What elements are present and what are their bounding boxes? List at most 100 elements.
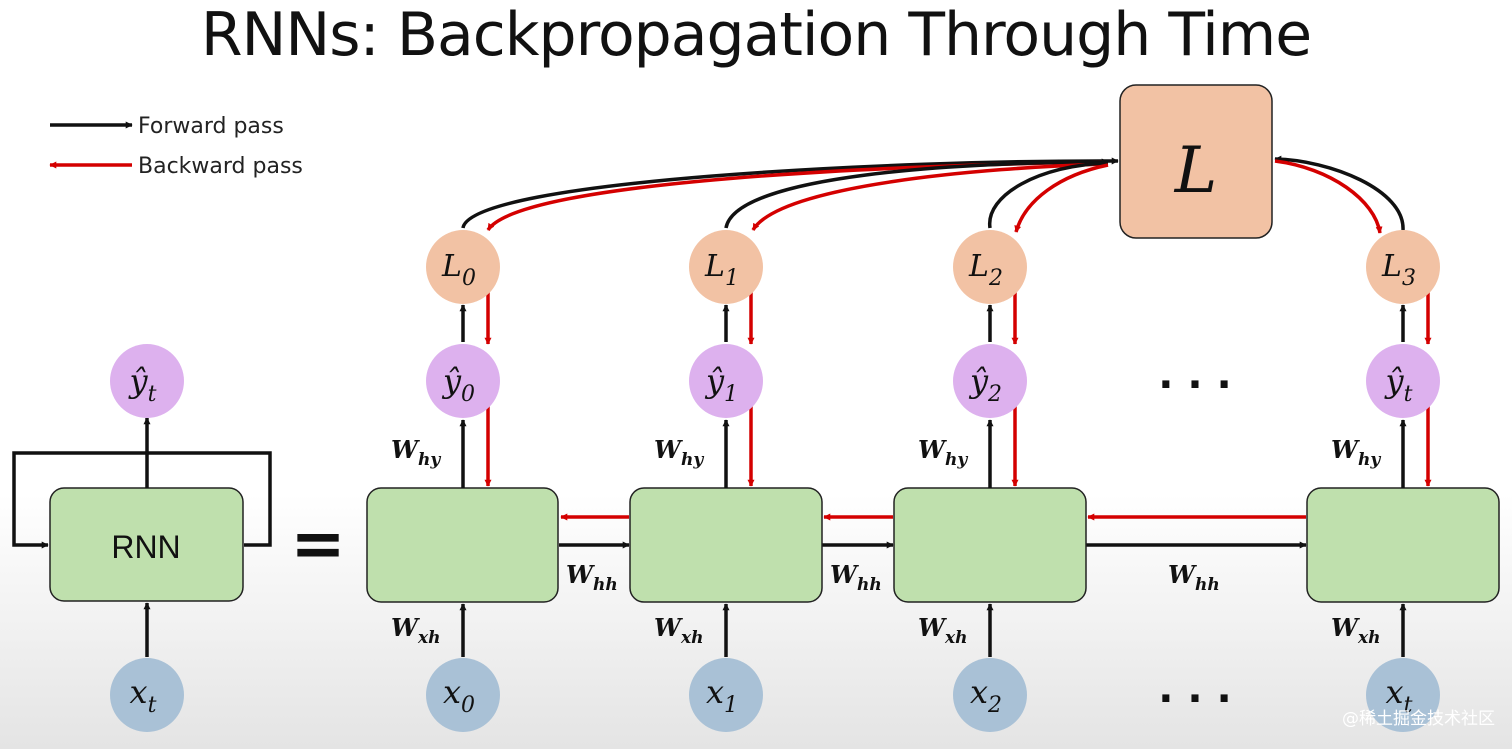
timestep-0-loss-label: L0	[441, 249, 476, 291]
timestep-1-output-label-base: ŷ	[704, 362, 725, 400]
svg-text:Whh: Whh	[1168, 560, 1220, 595]
timestep-1-cell	[629, 487, 823, 603]
hidden-state-arrows	[559, 513, 1307, 549]
timestep-1-why-label-base: W	[654, 435, 683, 464]
timestep-1-output-label-sub: 1	[724, 382, 738, 407]
total-loss-label: L	[1174, 134, 1218, 208]
timestep-0-input-label: x0	[443, 673, 475, 718]
forward-curve-l0	[461, 157, 1119, 229]
timestep-3-output-label-sub: t	[1404, 382, 1413, 407]
folded-rnn: RNN ŷt xt	[12, 344, 272, 732]
timestep-3-why-label: Why	[1331, 435, 1381, 470]
svg-text:xt: xt	[130, 673, 157, 718]
timestep-2-why-label: Why	[918, 435, 968, 470]
legend: Forward pass Backward pass	[49, 114, 303, 179]
timestep-2-cell	[893, 487, 1087, 603]
timestep-0-output-label: ŷ0	[441, 362, 475, 407]
legend-forward-label: Forward pass	[138, 114, 284, 139]
timestep-1-input-label-sub: 1	[724, 693, 738, 718]
timestep-1-wxh-label: Wxh	[654, 613, 703, 648]
folded-output-base: ŷ	[128, 362, 149, 400]
svg-text:Whh: Whh	[830, 560, 882, 595]
timestep-2-output-node	[953, 344, 1027, 418]
timestep-3-loss-label-sub: 3	[1402, 266, 1416, 291]
timestep-2-input-label-sub: 2	[987, 693, 1002, 718]
timestep-2-input-label-base: x	[970, 673, 988, 711]
timestep-1-loss-label-sub: 1	[725, 266, 739, 291]
backward-curve-l3	[1274, 159, 1383, 234]
timestep-1-input-label: x1	[706, 673, 738, 718]
loss-aggregation-arrows	[461, 155, 1405, 234]
timestep-0-loss-label-base: L	[441, 249, 462, 284]
timestep-1-loss-label-base: L	[704, 249, 725, 284]
folded-output-node	[110, 344, 184, 418]
equals-sign: =	[290, 505, 345, 582]
timestep-3-wxh-label: Wxh	[1331, 613, 1380, 648]
timestep-2-output-label-sub: 2	[987, 382, 1002, 407]
forward-curve-l3	[1274, 155, 1405, 231]
whh-label-1-sub: hh	[857, 575, 882, 595]
timestep-3-why-label-base: W	[1331, 435, 1360, 464]
timestep-2-why-label-base: W	[918, 435, 947, 464]
timestep-2-wxh-label-base: W	[918, 613, 947, 642]
timestep-2-wxh-label-sub: xh	[944, 628, 968, 648]
timestep-3-loss-label: L3	[1381, 249, 1416, 291]
timestep-3-output-label: ŷt	[1384, 362, 1413, 407]
timestep-1-output-node	[689, 344, 763, 418]
timestep-1-input-node	[689, 658, 763, 732]
timestep-0-input-node	[426, 658, 500, 732]
svg-text:Whh: Whh	[566, 560, 618, 595]
timestep-1-loss-node	[689, 230, 763, 304]
backward-curve-l0	[486, 160, 1106, 232]
backward-curve-l1	[751, 162, 1106, 231]
timestep-3-input-label: xt	[1386, 673, 1413, 718]
whh-label-2-sub: hh	[1195, 575, 1220, 595]
legend-backward-label: Backward pass	[138, 154, 303, 179]
timestep-3-input-label-sub: t	[1404, 693, 1413, 718]
timestep-0-why-label-base: W	[391, 435, 420, 464]
timestep-2-wxh-label: Wxh	[918, 613, 967, 648]
page-title: RNNs: Backpropagation Through Time	[200, 0, 1312, 70]
timestep-3-loss-label-base: L	[1381, 249, 1402, 284]
timestep-0-why-label: Why	[391, 435, 441, 470]
timestep-1-wxh-label-base: W	[654, 613, 683, 642]
timestep-2-input-node	[953, 658, 1027, 732]
timestep-3-output-node	[1366, 344, 1440, 418]
rnn-cell-label: RNN	[111, 529, 180, 565]
timestep-3-wxh-label-base: W	[1331, 613, 1360, 642]
timestep-0-wxh-label-base: W	[391, 613, 420, 642]
timestep-3-input-label-base: x	[1386, 673, 1404, 711]
timestep-3-input-node	[1366, 658, 1440, 732]
whh-label-2-base: W	[1168, 560, 1197, 589]
timestep-1-why-label-sub: hy	[681, 450, 704, 470]
timestep-2-loss-label: L2	[968, 249, 1003, 291]
timestep-0-cell	[366, 487, 559, 603]
timestep-2-output-label-base: ŷ	[968, 362, 989, 400]
timestep-0-input-label-base: x	[443, 673, 461, 711]
timestep-0-loss-label-sub: 0	[462, 266, 476, 291]
whh-label-1-base: W	[830, 560, 859, 589]
timestep-2-loss-label-sub: 2	[988, 266, 1003, 291]
timestep-2-loss-label-base: L	[968, 249, 989, 284]
forward-curve-l2	[988, 161, 1109, 229]
timestep-0-loss-node	[426, 230, 500, 304]
timestep-1-why-label: Why	[654, 435, 704, 470]
timestep-1-output-label: ŷ1	[704, 362, 738, 407]
timestep-3-loss-node	[1366, 230, 1440, 304]
timestep-3-wxh-label-sub: xh	[1357, 628, 1381, 648]
recurrent-loop-arrow	[12, 451, 272, 549]
svg-text:ŷt: ŷt	[128, 362, 157, 407]
ellipsis-lower: · · ·	[1158, 676, 1231, 722]
folded-input-base: x	[130, 673, 148, 711]
forward-curve-l1	[724, 158, 1109, 229]
timestep-2-output-label: ŷ2	[968, 362, 1002, 407]
timestep-1-input-label-base: x	[706, 673, 724, 711]
backward-curve-l2	[1014, 163, 1109, 233]
watermark: @稀土掘金技术社区	[1342, 709, 1495, 729]
timestep-2-input-label: x2	[970, 673, 1002, 718]
timestep-2-why-label-sub: hy	[945, 450, 968, 470]
